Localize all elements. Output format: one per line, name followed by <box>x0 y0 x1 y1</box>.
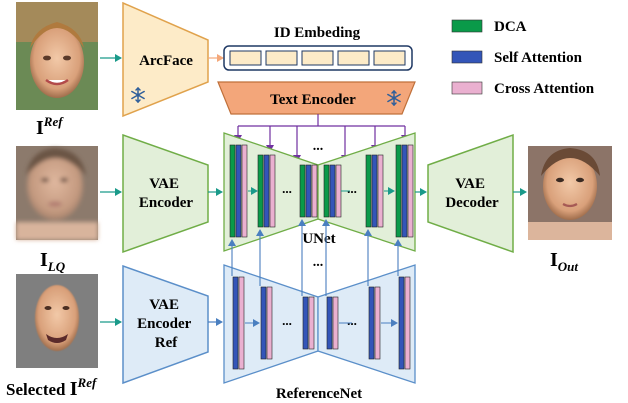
unet-label: UNet <box>302 231 335 247</box>
ref-image-label: IRef <box>36 114 64 139</box>
arcface-block <box>122 1 209 118</box>
id-embedding-cells <box>229 50 406 66</box>
legend-swatch-dca <box>451 19 483 33</box>
text-condition-ellipsis: ... <box>313 139 324 154</box>
vae-encoder-ref-block <box>122 264 209 385</box>
ref-face-image <box>16 2 98 110</box>
unet-right-ellipsis: ... <box>347 181 357 196</box>
vae-encoder-label: VAE Encoder <box>139 176 194 211</box>
text-encoder-block <box>217 81 416 115</box>
legend-swatch-cross-attention <box>451 81 483 95</box>
unet-left-ellipsis: ... <box>282 181 292 196</box>
text-encoder-label: Text Encoder <box>270 92 356 108</box>
legend-label-cross-attention: Cross Attention <box>494 81 595 97</box>
legend: DCA Self Attention Cross Attention <box>451 19 595 97</box>
vae-decoder-block <box>427 133 514 254</box>
unet-reference-ellipsis: ... <box>313 255 324 270</box>
lq-image-label: ILQ <box>40 249 66 274</box>
referencenet-left-ellipsis: ... <box>282 313 292 328</box>
output-face-image <box>528 146 612 240</box>
id-embedding-title: ID Embeding <box>274 25 361 41</box>
selected-ref-image-label: Selected IRef <box>6 375 98 400</box>
unet-attention-blocks <box>229 144 414 238</box>
selected-ref-face-image <box>16 274 98 368</box>
out-image-label: IOut <box>550 249 578 274</box>
legend-swatch-self-attention <box>451 50 483 64</box>
legend-label-dca: DCA <box>494 19 527 35</box>
arcface-label: ArcFace <box>139 53 193 69</box>
reference-feature-arrows <box>228 219 402 296</box>
referencenet-label: ReferenceNet <box>276 386 362 402</box>
lq-face-image <box>16 146 98 240</box>
vae-decoder-label: VAE Decoder <box>445 176 499 211</box>
referencenet-right-half <box>317 264 416 384</box>
referencenet-attention-blocks <box>232 276 411 370</box>
vae-encoder-block <box>122 133 209 254</box>
legend-label-self-attention: Self Attention <box>494 50 583 66</box>
vae-encoder-ref-label: VAE Encoder Ref <box>137 297 195 351</box>
referencenet-right-ellipsis: ... <box>347 313 357 328</box>
